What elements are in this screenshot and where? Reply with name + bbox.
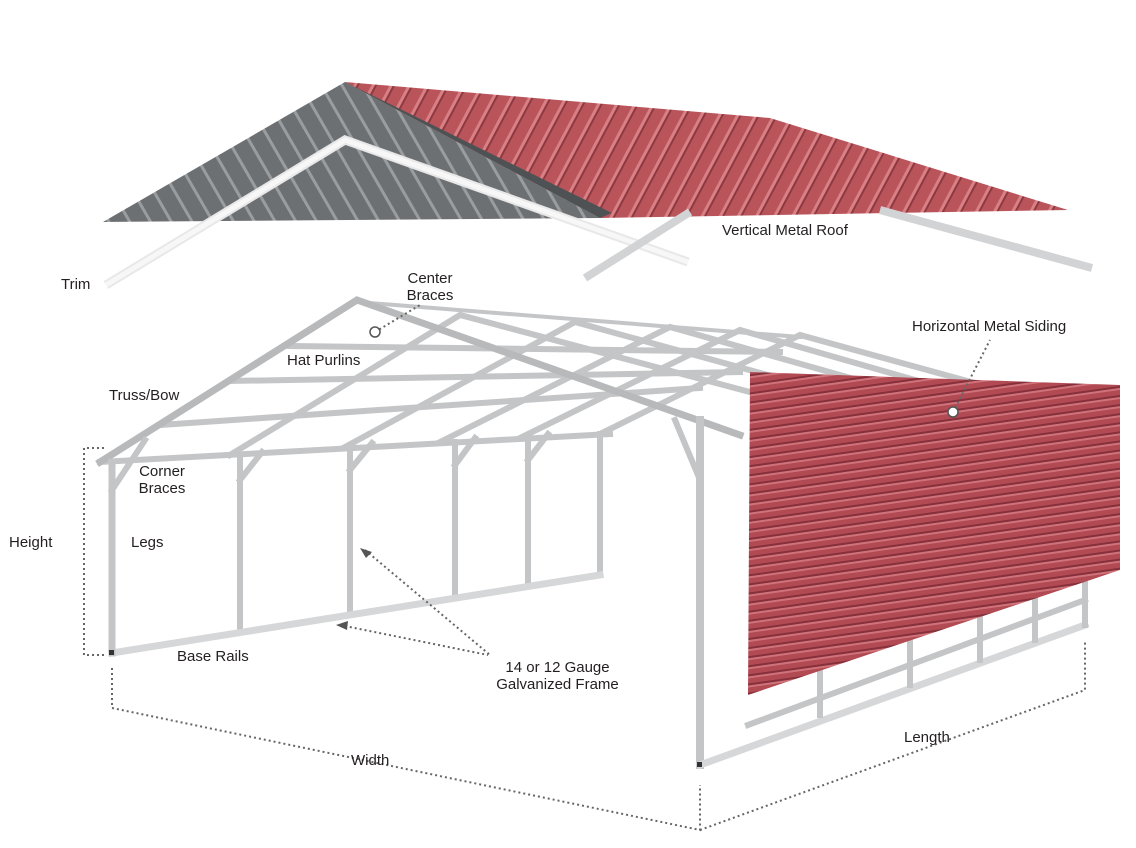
label-line: Corner — [139, 463, 185, 480]
label-truss-bow: Truss/Bow — [109, 387, 180, 404]
label-vertical-metal-roof: Vertical Metal Roof — [722, 222, 848, 239]
label-trim: Trim — [61, 276, 91, 293]
label-legs: Legs — [131, 534, 164, 551]
label-hat-purlins: Hat Purlins — [287, 352, 361, 369]
label-length: Length — [904, 729, 950, 746]
galvanized-frame — [95, 296, 1090, 770]
label-line: Galvanized Frame — [496, 676, 619, 693]
label-base-rails: Base Rails — [177, 648, 249, 665]
label-gauge: 14 or 12 Gauge Galvanized Frame — [485, 659, 630, 693]
roof-panel-right — [345, 82, 1068, 218]
label-horizontal-metal-siding: Horizontal Metal Siding — [912, 318, 1067, 335]
label-line: Braces — [138, 480, 186, 497]
horizontal-metal-siding — [748, 372, 1120, 695]
label-line: Braces — [406, 287, 454, 304]
label-corner-braces: Corner Braces — [132, 463, 192, 497]
label-height: Height — [9, 534, 53, 551]
label-line: 14 or 12 Gauge — [505, 659, 610, 676]
trim — [103, 135, 1094, 289]
label-line: Center — [407, 270, 453, 287]
label-center-braces: Center Braces — [400, 270, 460, 304]
dimension-lines — [83, 304, 1086, 832]
label-width: Width — [351, 752, 390, 769]
